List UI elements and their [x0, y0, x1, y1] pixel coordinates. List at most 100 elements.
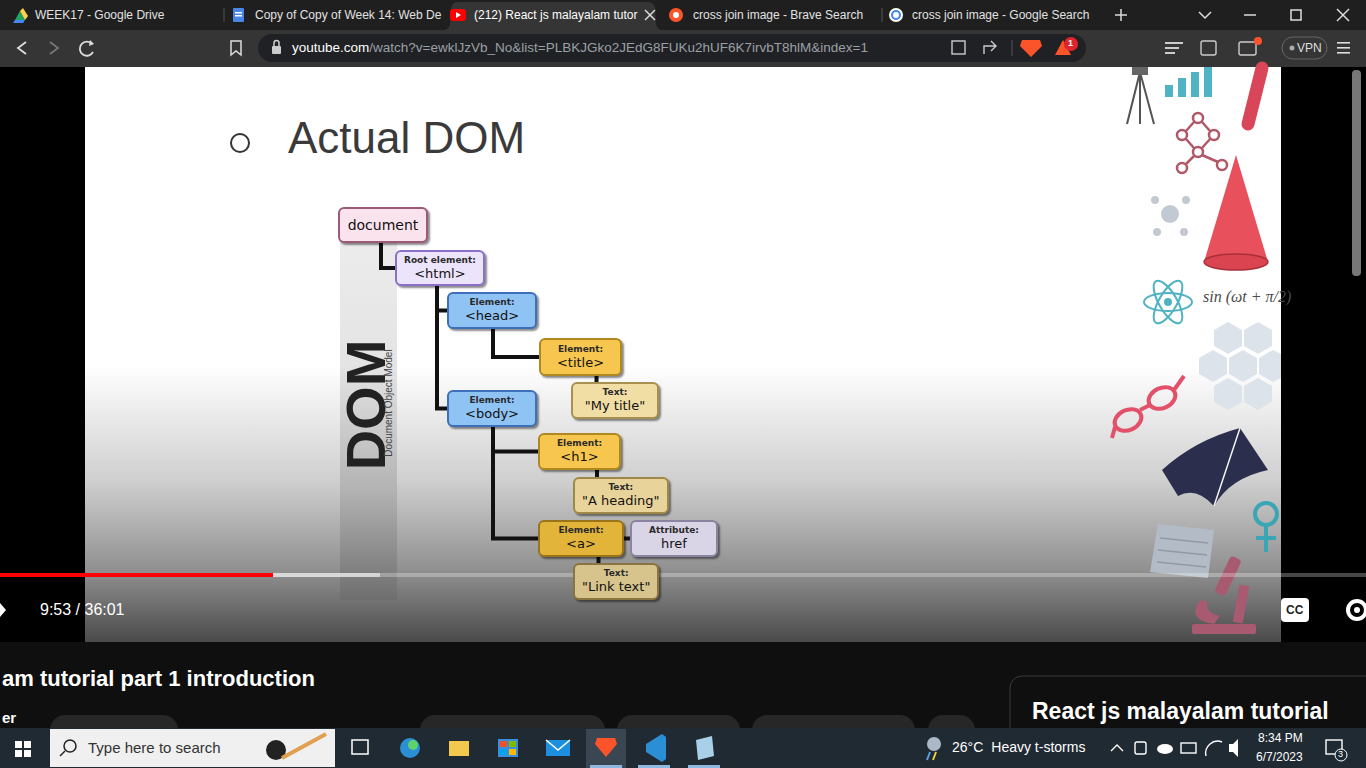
taskbar	[408, 740, 418, 750]
tab-favicons	[233, 8, 244, 22]
dom-node-box: Element:<a>	[538, 520, 624, 557]
slide-decoration	[1140, 405, 1150, 410]
formula-text: sin (ωt + π/2)	[1203, 287, 1291, 306]
tree-connector	[437, 286, 447, 311]
taskbar	[60, 751, 65, 756]
taskbar	[500, 749, 507, 755]
slide-decoration	[1177, 113, 1227, 173]
slide-decoration	[1202, 122, 1210, 131]
slide-decoration	[1157, 538, 1208, 567]
slide-decoration	[1144, 277, 1192, 328]
tab-favicons	[669, 8, 683, 22]
slide-decoration	[1158, 550, 1207, 555]
toolbar	[952, 41, 965, 54]
cc-button: CC	[1286, 603, 1303, 617]
taskbar	[586, 729, 626, 768]
video-area	[85, 67, 1281, 642]
toolbar	[274, 41, 279, 47]
node-name: <head>	[465, 308, 519, 324]
node-name: <html>	[414, 266, 465, 282]
window-controls	[1244, 14, 1256, 16]
node-name: "My title"	[585, 398, 645, 414]
video-area	[231, 134, 249, 152]
node-kind-label: Text:	[604, 568, 629, 579]
slide-decoration	[1177, 130, 1187, 140]
tree-connector	[437, 286, 447, 409]
slide-decoration	[1150, 524, 1214, 578]
toolbar	[1020, 40, 1042, 57]
slide-decoration	[1244, 378, 1272, 410]
video-overlay-controls	[1354, 607, 1360, 613]
node-kind-label: Text:	[608, 482, 633, 493]
node-kind-label: Element:	[469, 395, 514, 406]
slide-decoration	[1255, 503, 1277, 525]
tab-favicons	[645, 10, 655, 20]
node-name: "Link text"	[582, 579, 650, 595]
tab-favicons	[235, 15, 242, 17]
dom-node-box: Attribute:href	[630, 520, 718, 557]
slide-decoration	[1248, 68, 1262, 124]
taskbar	[15, 750, 22, 757]
video-title: am tutorial part 1 introduction	[2, 666, 315, 692]
dom-node-box: Element:<h1>	[538, 433, 621, 470]
tree-connector	[493, 427, 538, 539]
slide-decoration	[1112, 427, 1115, 438]
badge-count: 1	[1068, 38, 1073, 49]
toolbar	[1239, 42, 1256, 55]
toolbar	[1165, 52, 1175, 54]
tab-favicons	[889, 8, 903, 22]
taskbar	[282, 734, 326, 758]
toolbar	[258, 34, 1086, 62]
tab-favicons	[450, 9, 466, 21]
slide-decoration	[1193, 147, 1203, 157]
slide-decoration	[1186, 122, 1194, 131]
toolbar	[0, 30, 1366, 67]
slide-decoration	[1259, 350, 1281, 382]
taskbar	[590, 765, 622, 768]
node-name: <title>	[557, 355, 604, 371]
tab-favicons	[20, 8, 28, 20]
window-controls	[1120, 9, 1122, 21]
notification-count: 3	[1338, 749, 1343, 760]
slide-decoration	[1180, 228, 1188, 236]
slide-decoration	[1217, 160, 1227, 170]
playlist-title: React js malayalam tutorial	[1032, 698, 1329, 726]
taskbar	[595, 738, 617, 757]
video-area	[0, 67, 1366, 642]
tab-favicons	[892, 11, 900, 19]
slide-decoration	[1153, 228, 1161, 236]
slide-decoration	[1202, 155, 1218, 162]
dom-node-box: Text:"Link text"	[573, 563, 659, 600]
slide-decoration	[1161, 205, 1179, 223]
taskbar	[1111, 745, 1123, 751]
node-kind-label: Element:	[557, 438, 602, 449]
video-area	[0, 67, 1366, 642]
dom-node-box: Element:<title>	[539, 338, 622, 376]
slide-decoration	[1157, 562, 1206, 567]
slide-decoration	[1229, 350, 1257, 382]
tree-connector	[493, 427, 538, 452]
toolbar	[0, 30, 1366, 67]
tab-favicons	[13, 8, 903, 23]
toolbar	[1012, 40, 1013, 56]
taskbar	[546, 740, 570, 756]
toolbar	[1290, 46, 1295, 51]
taskbar	[1181, 743, 1196, 753]
slide-decoration	[1151, 196, 1159, 204]
video-overlay-controls	[1348, 601, 1366, 619]
node-kind-label: Text:	[603, 387, 628, 398]
video-overlay-controls	[0, 573, 1366, 577]
slide-decoration	[1186, 139, 1194, 148]
tree-connector	[381, 243, 395, 268]
slide-decoration	[1256, 536, 1276, 540]
node-name: <a>	[566, 536, 596, 552]
tab-strip	[0, 0, 1366, 30]
clock-time: 8:34 PM	[1258, 731, 1303, 745]
node-name: <body>	[465, 406, 519, 422]
tab-title: (212) React js malayalam tutor	[474, 8, 637, 22]
taskbar	[546, 740, 570, 750]
node-kind-label: Root element:	[404, 255, 476, 266]
slide-decoration	[1182, 196, 1190, 204]
tab-title: cross join image - Brave Search	[693, 8, 863, 22]
